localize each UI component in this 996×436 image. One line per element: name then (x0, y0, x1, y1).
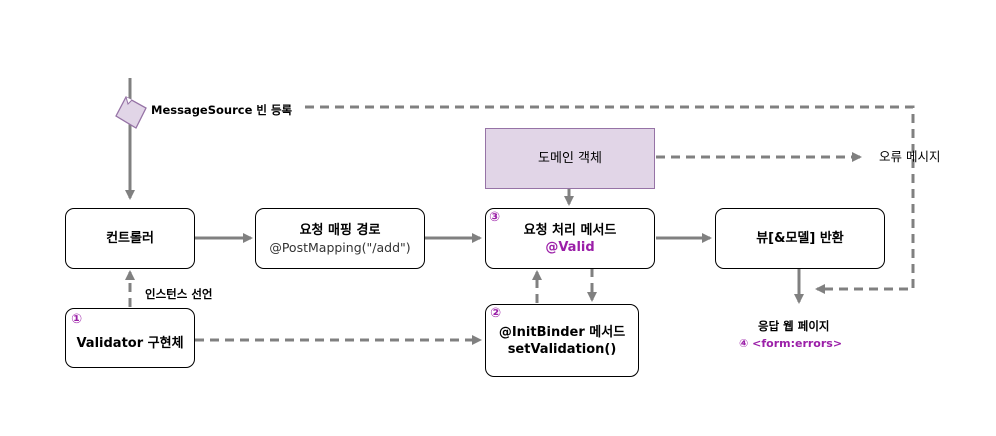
dashed-source-to-response (305, 105, 915, 294)
validator-label: Validator 구현체 (76, 335, 184, 351)
valid-annotation: @Valid (545, 239, 595, 255)
handler-number: ③ (489, 210, 501, 225)
request-mapping-title: 요청 매핑 경로 (299, 222, 381, 238)
error-message-label: 오류 메시지 (879, 149, 941, 164)
initbinder-title: @InitBinder 메서드 (498, 324, 626, 340)
instance-declaration-label: 인스턴스 선언 (145, 287, 213, 301)
handler-method-title: 요청 처리 메서드 (523, 222, 617, 238)
handler-method-box: ③ 요청 처리 메서드 @Valid (485, 208, 655, 269)
initbinder-number: ② (490, 306, 502, 321)
controller-box: 컨트롤러 (65, 208, 195, 269)
validator-box: ① Validator 구현체 (65, 308, 195, 368)
response-page-label: 응답 웹 페이지 (758, 319, 830, 333)
note-icon (115, 96, 147, 129)
validator-number: ① (71, 312, 83, 327)
form-errors-label: ④ <form:errors> (739, 337, 843, 350)
domain-object-box: 도메인 객체 (485, 128, 655, 189)
view-return-label: 뷰[&모델] 반환 (756, 231, 844, 246)
request-mapping-box: 요청 매핑 경로 @PostMapping("/add") (255, 208, 425, 269)
initbinder-box: ② @InitBinder 메서드 setValidation() (485, 304, 639, 377)
domain-object-label: 도메인 객체 (538, 151, 602, 166)
view-return-box: 뷰[&모델] 반환 (715, 208, 885, 269)
message-source-label: MessageSource 빈 등록 (151, 103, 293, 117)
request-mapping-annotation: @PostMapping("/add") (269, 239, 411, 255)
controller-label: 컨트롤러 (106, 231, 154, 246)
set-validation-call: setValidation() (507, 341, 617, 357)
